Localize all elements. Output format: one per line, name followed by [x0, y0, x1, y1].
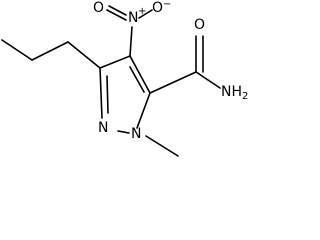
atom-nitro-o-up: O: [152, 0, 163, 16]
bond-c5-amide-c: [149, 71, 197, 94]
bond-c3-n2-inner: [106, 75, 109, 114]
bond-n2-c3: [99, 67, 103, 119]
bond-nitro-n-o-left: [106, 9, 127, 21]
bond-c4-c5-inner: [129, 66, 145, 93]
atom-ring-n1: N: [131, 126, 141, 142]
bond-nitro-n-o-left-double: [108, 5, 127, 16]
bond-propyl-ch2-ch2: [31, 41, 69, 61]
bond-c4-nitro-n: [129, 26, 133, 57]
bond-propyl-ch2-c3: [67, 41, 101, 69]
atom-nitro-o-left: O: [93, 0, 104, 16]
bond-amide-c-n: [195, 71, 221, 89]
bond-nitro-n-o-up: [138, 9, 153, 19]
bond-c5-n1: [136, 92, 151, 129]
charge-nitro-o: −: [163, 0, 171, 10]
bond-n1-n2: [117, 130, 130, 134]
atom-ring-n2: N: [98, 120, 108, 136]
bond-c3-c4: [99, 55, 131, 69]
charge-nitro-n: +: [138, 6, 146, 17]
atom-amide-o: O: [194, 17, 205, 33]
bond-c4-c5: [129, 55, 151, 94]
bond-n1-methyl: [145, 135, 179, 157]
structure-diagram: N + O O − N N O NH2: [1, 0, 248, 157]
atom-nitro-n: N: [128, 10, 138, 26]
bond-propyl-ch3-ch2: [1, 39, 33, 61]
atom-amide-nh2: NH2: [221, 84, 248, 102]
